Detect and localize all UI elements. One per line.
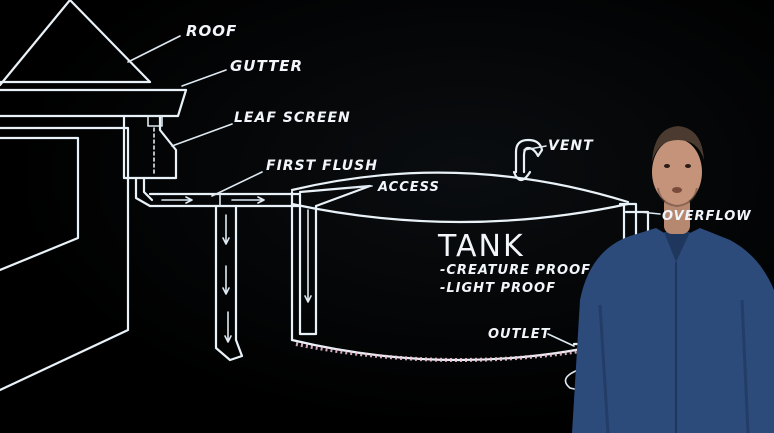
label-overflow: OVERFLOW [662,209,752,224]
label-vent: VENT [548,138,594,154]
presenter [572,126,774,433]
house-wall-drawing [0,128,128,390]
label-access: ACCESS [377,180,440,195]
label-outlet: OUTLET [488,327,551,342]
label-gutter: GUTTER [230,57,303,75]
label-first-flush: FIRST FLUSH [266,158,378,174]
label-leaf-screen: LEAF SCREEN [234,110,351,126]
label-roof: ROOF [186,22,237,40]
roof-drawing [0,0,186,116]
label-tank: TANK [437,229,525,264]
label-light-proof: -LIGHT PROOF [440,281,556,296]
gutter-drawing [124,116,176,206]
first-flush-drawing [150,194,300,360]
label-creature-proof: -CREATURE PROOF [440,263,591,278]
